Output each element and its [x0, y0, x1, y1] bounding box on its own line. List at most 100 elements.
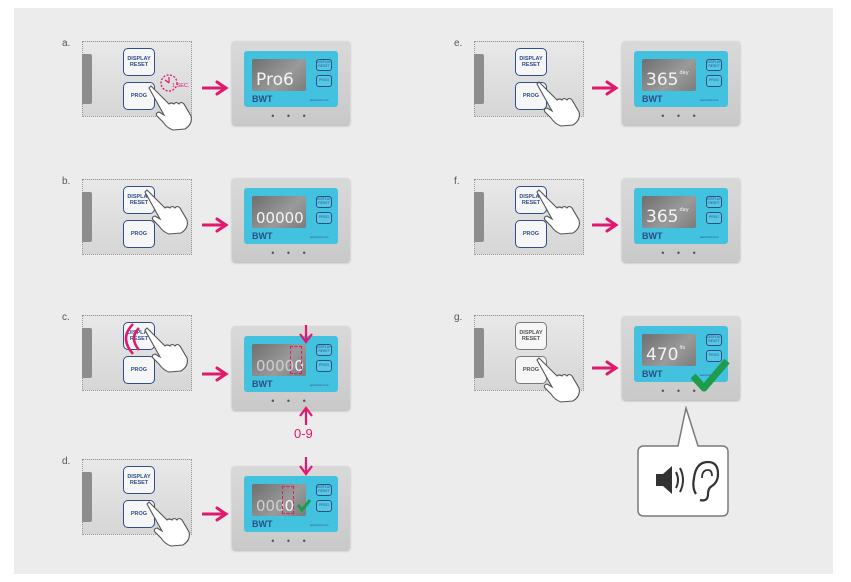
- brand-url: www.bwt.com: [700, 98, 719, 102]
- panel-slot: [82, 328, 92, 378]
- brand-logo: BWT: [252, 379, 273, 389]
- device-face: 0000 DISPLAY RESET PROG BWT www.bwt.com: [244, 476, 338, 532]
- display-reading: 470lts: [646, 345, 686, 365]
- digit-selection-box: [290, 346, 302, 374]
- timer-label: 1 SEC.: [172, 83, 190, 89]
- brand-url: www.bwt.com: [310, 383, 329, 387]
- down-pointer-icon: [299, 457, 313, 476]
- device-lcd: 00000: [252, 196, 306, 228]
- device-prog-button[interactable]: PROG: [706, 212, 722, 224]
- ear-icon: [692, 460, 720, 502]
- step-g-control-panel: DISPLAY RESET PROG: [474, 315, 584, 403]
- arrow-right-icon: [202, 506, 229, 522]
- device-prog-button[interactable]: PROG: [316, 75, 332, 87]
- panel-slot: [474, 328, 484, 378]
- device-face: 470lts DISPLAY RESET PROG BWT www.bwt.co…: [634, 326, 728, 382]
- device-lcd: 365day: [642, 59, 696, 91]
- device-prog-button[interactable]: PROG: [706, 350, 722, 362]
- brand-logo: BWT: [252, 231, 273, 241]
- device-display-reset-button[interactable]: DISPLAY RESET: [706, 334, 722, 346]
- indicator-dots: • • •: [271, 536, 311, 546]
- step-g-label: g.: [454, 312, 463, 323]
- repeat-press-icon: [124, 323, 140, 355]
- device-face: 00000 DISPLAY RESET PROG BWT www.bwt.com: [244, 336, 338, 392]
- device-display-reset-button[interactable]: DISPLAY RESET: [706, 59, 722, 71]
- step-f-device: 365day DISPLAY RESET PROG BWT www.bwt.co…: [622, 178, 740, 262]
- panel-slot: [474, 54, 484, 104]
- panel-slot: [82, 54, 92, 104]
- checkmark-icon: [296, 499, 312, 512]
- panel-slot: [474, 192, 484, 242]
- device-display-reset-button[interactable]: DISPLAY RESET: [316, 196, 332, 208]
- panel-slot: [82, 192, 92, 242]
- hand-icon: [144, 189, 188, 235]
- digit-selection-box: [282, 486, 294, 514]
- arrow-right-icon: [592, 80, 619, 96]
- step-b-device: 00000 DISPLAY RESET PROG BWT www.bwt.com…: [232, 178, 350, 262]
- checkmark-icon: [690, 358, 730, 392]
- display-reading: 0000: [256, 497, 295, 515]
- step-a-device: Pro6 DISPLAY RESET PROG BWT www.bwt.com …: [232, 41, 350, 125]
- display-reading: 00000: [256, 357, 304, 375]
- sound-callout: [637, 406, 729, 517]
- brand-url: www.bwt.com: [700, 235, 719, 239]
- hand-icon: [144, 327, 188, 373]
- editing-digit: 0: [294, 357, 304, 375]
- device-prog-button[interactable]: PROG: [316, 500, 332, 512]
- step-c-control-panel: DISPLAY RESET PROG: [82, 315, 192, 391]
- device-prog-button[interactable]: PROG: [316, 360, 332, 372]
- display-reading: 00000: [256, 209, 304, 227]
- device-display-reset-button[interactable]: DISPLAY RESET: [316, 59, 332, 71]
- step-d-device: 0000 DISPLAY RESET PROG BWT www.bwt.com …: [232, 466, 350, 550]
- display-reset-button[interactable]: DISPLAY RESET: [123, 186, 155, 214]
- down-pointer-icon: [299, 325, 313, 344]
- device-face: 365day DISPLAY RESET PROG BWT www.bwt.co…: [634, 188, 728, 244]
- display-reset-button[interactable]: DISPLAY RESET: [123, 466, 155, 494]
- step-e-control-panel: DISPLAY RESET PROG: [474, 41, 584, 127]
- step-b-label: b.: [62, 176, 71, 187]
- device-display-reset-button[interactable]: DISPLAY RESET: [706, 196, 722, 208]
- step-d-control-panel: DISPLAY RESET PROG: [82, 459, 192, 547]
- up-pointer-icon: [299, 406, 313, 425]
- brand-url: www.bwt.com: [310, 235, 329, 239]
- step-f-label: f.: [454, 176, 460, 187]
- arrow-right-icon: [202, 217, 229, 233]
- step-e-label: e.: [454, 38, 463, 49]
- indicator-dots: • • •: [661, 248, 701, 258]
- instruction-sheet: a. DISPLAY RESET PROG 1 SEC. Pro6 DISPLA…: [14, 8, 833, 574]
- device-lcd: 470lts: [642, 334, 696, 366]
- indicator-dots: • • •: [271, 248, 311, 258]
- brand-url: www.bwt.com: [310, 523, 329, 527]
- brand-logo: BWT: [642, 94, 663, 104]
- device-face: 365day DISPLAY RESET PROG BWT www.bwt.co…: [634, 51, 728, 107]
- device-display-reset-button[interactable]: DISPLAY RESET: [316, 344, 332, 356]
- step-b-control-panel: DISPLAY RESET PROG: [82, 179, 192, 255]
- device-prog-button[interactable]: PROG: [706, 75, 722, 87]
- step-f-control-panel: DISPLAY RESET PROG: [474, 179, 584, 255]
- step-c-device: 00000 DISPLAY RESET PROG BWT www.bwt.com…: [232, 326, 350, 410]
- indicator-dots: • • •: [271, 396, 311, 406]
- device-face: Pro6 DISPLAY RESET PROG BWT www.bwt.com: [244, 51, 338, 107]
- device-lcd: 0000: [252, 484, 312, 516]
- brand-url: www.bwt.com: [700, 373, 719, 377]
- step-d-label: d.: [62, 456, 71, 467]
- display-reading: Pro6: [256, 70, 294, 90]
- speaker-icon: [656, 466, 684, 494]
- device-display-reset-button[interactable]: DISPLAY RESET: [316, 484, 332, 496]
- display-reset-button[interactable]: DISPLAY RESET: [515, 48, 547, 76]
- display-reading: 365day: [646, 70, 689, 90]
- device-prog-button[interactable]: PROG: [316, 212, 332, 224]
- brand-logo: BWT: [252, 94, 273, 104]
- indicator-dots: • • •: [661, 111, 701, 121]
- arrow-right-icon: [202, 80, 229, 96]
- digit-range-label: 0-9: [294, 426, 313, 441]
- display-reset-button[interactable]: DISPLAY RESET: [123, 48, 155, 76]
- step-e-device: 365day DISPLAY RESET PROG BWT www.bwt.co…: [622, 41, 740, 125]
- prog-button[interactable]: PROG: [515, 220, 547, 248]
- arrow-right-icon: [592, 360, 619, 376]
- arrow-right-icon: [592, 217, 619, 233]
- display-reset-button[interactable]: DISPLAY RESET: [515, 322, 547, 350]
- hand-icon: [536, 357, 580, 403]
- prog-button[interactable]: PROG: [123, 356, 155, 384]
- prog-button[interactable]: PROG: [123, 220, 155, 248]
